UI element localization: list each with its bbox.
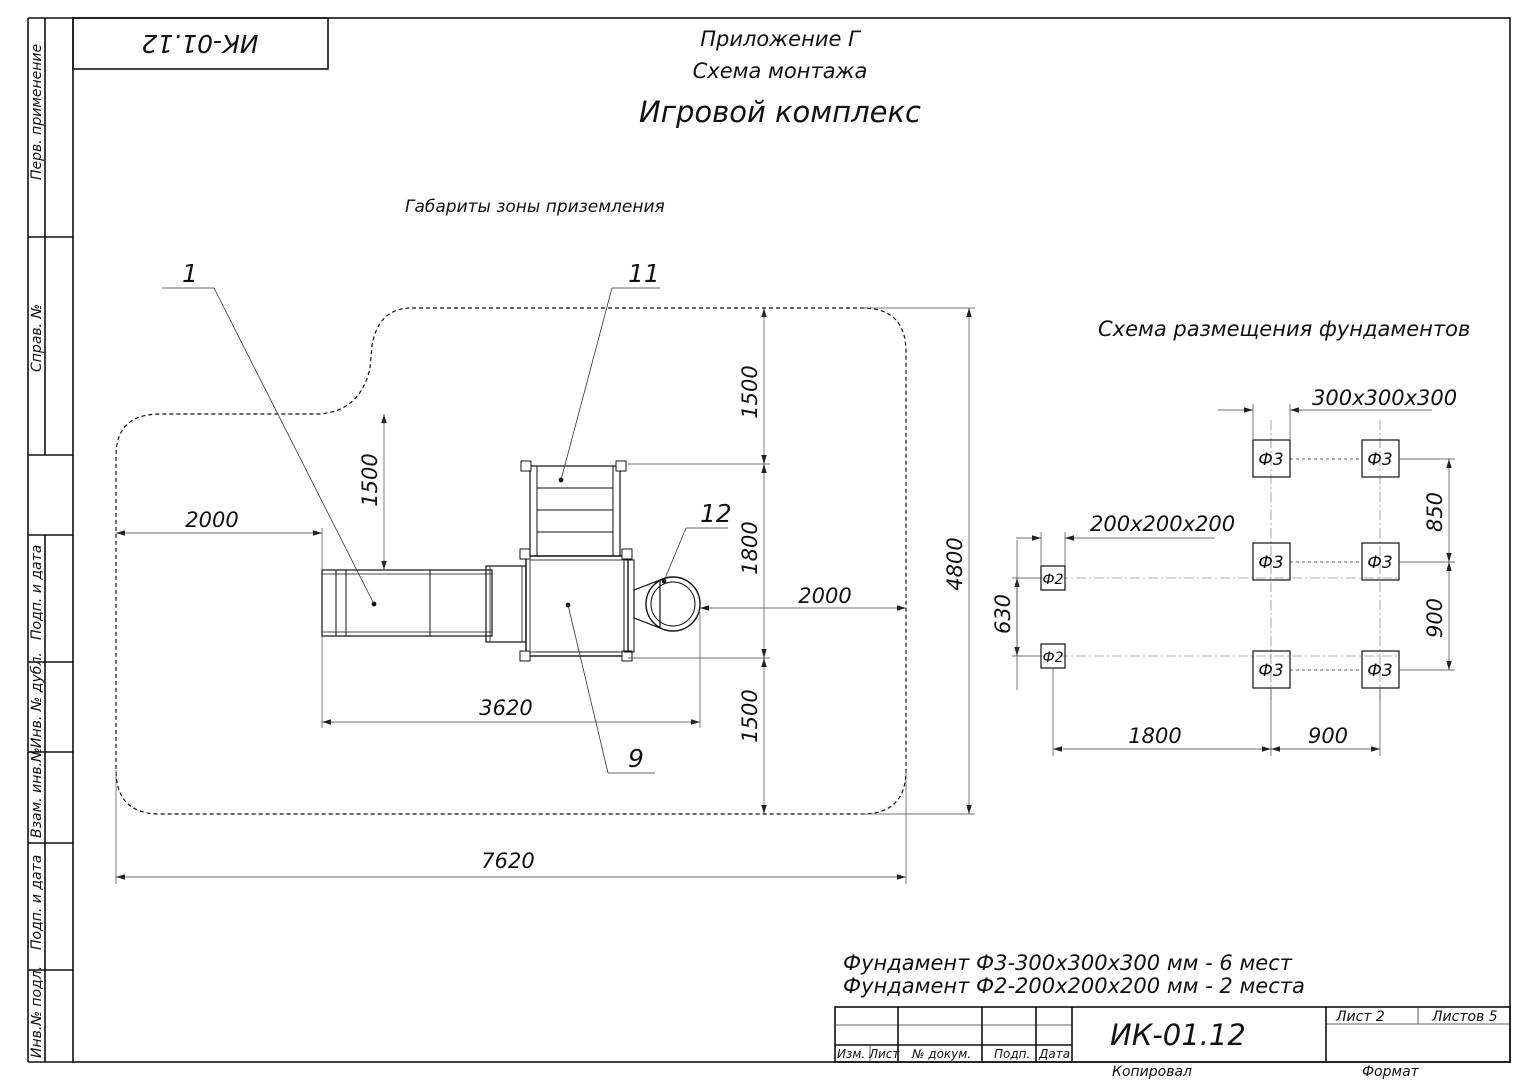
dim-2000-right: 2000	[798, 584, 851, 608]
foundations-f2: Ф2 Ф2	[1040, 565, 1066, 669]
strip-sprav-no: Справ. №	[29, 304, 45, 372]
platform	[519, 548, 635, 662]
dim-7620: 7620	[481, 849, 534, 873]
tb-code: ИК-01.12	[1110, 1018, 1246, 1052]
dim-2000-left: 2000	[185, 508, 238, 532]
dim-1800: 1800	[738, 521, 762, 574]
foundation-f3: Ф3	[1361, 542, 1400, 581]
main-dimensions	[115, 307, 975, 884]
notes: Фундамент Ф3-300х300х300 мм - 6 мест Фун…	[843, 951, 1305, 998]
dim-300x300x300: 300х300х300	[1312, 386, 1457, 410]
f2-label: Ф2	[1043, 650, 1064, 666]
landing-zone-label: Габариты зоны приземления	[405, 197, 665, 217]
dim-1500-bottom: 1500	[738, 689, 762, 742]
stamp-code-rotated: ИК-01.12	[141, 29, 258, 58]
note-line-1: Фундамент Ф3-300х300х300 мм - 6 мест	[843, 951, 1293, 975]
dim-1800-foundation: 1800	[1128, 724, 1181, 748]
tb-data: Дата	[1038, 1047, 1070, 1061]
foundations-f3: Ф3 Ф3 Ф3 Ф3 Ф3 Ф3	[1252, 439, 1400, 689]
playground-complex	[321, 460, 701, 662]
callout-1: 1	[182, 259, 198, 288]
strip-podp-data-1: Подп. и дата	[29, 545, 45, 640]
foundation-f2: Ф2	[1040, 643, 1066, 669]
f3-label: Ф3	[1258, 450, 1283, 470]
foundation-dimensions	[1012, 404, 1455, 756]
title-line-1: Приложение Г	[700, 27, 862, 51]
dim-4800: 4800	[943, 537, 967, 590]
strip-inv-dubl: Инв. № дубл.	[29, 652, 45, 748]
f3-label: Ф3	[1258, 553, 1283, 573]
dim-200x200x200: 200х200х200	[1090, 512, 1235, 536]
dim-1500-top: 1500	[738, 365, 762, 418]
left-strip: Перв. применение Справ. № Подп. и дата И…	[29, 44, 45, 1058]
callout-11: 11	[628, 259, 660, 288]
foundation-f2: Ф2	[1040, 565, 1066, 591]
landing-zone-outline	[115, 307, 907, 815]
title-line-2: Схема монтажа	[693, 59, 868, 83]
foundation-f3: Ф3	[1361, 439, 1400, 478]
dim-3620: 3620	[479, 696, 532, 720]
callout-labels: 1 11 12 9	[182, 259, 732, 773]
foundation-axes	[1040, 420, 1400, 700]
drawing-title: Приложение Г Схема монтажа Игровой компл…	[639, 27, 921, 129]
foundation-f3: Ф3	[1252, 542, 1291, 581]
callout-9: 9	[628, 744, 644, 773]
title-line-3: Игровой комплекс	[639, 95, 921, 129]
strip-vzam-inv: Взам. инв.№	[29, 747, 45, 838]
f3-label: Ф3	[1367, 661, 1392, 681]
main-dimension-labels: 2000 1500 1500 1800 1500 4800 2000 3620 …	[185, 365, 967, 873]
tb-doc-no: № докум.	[911, 1047, 971, 1061]
tb-izm: Изм.	[837, 1047, 865, 1061]
f2-label: Ф2	[1043, 572, 1064, 588]
foundation-f3: Ф3	[1252, 650, 1291, 689]
sheet-frame	[27, 17, 1511, 1063]
tb-sheet: Лист 2	[1335, 1009, 1385, 1025]
foundation-dimension-labels: 300х300х300 200х200х200 850 900 630 1800…	[991, 386, 1457, 748]
f3-label: Ф3	[1367, 450, 1392, 470]
tb-sheets: Листов 5	[1431, 1009, 1498, 1025]
foundation-scheme-title: Схема размещения фундаментов	[1098, 317, 1470, 341]
strip-inv-podl: Инв.№ подл.	[29, 966, 45, 1058]
dim-900-horizontal: 900	[1308, 724, 1348, 748]
dim-850: 850	[1423, 492, 1447, 532]
ladder	[520, 460, 627, 557]
f3-label: Ф3	[1258, 661, 1283, 681]
tb-list: Лист	[868, 1047, 900, 1061]
dim-630: 630	[991, 594, 1015, 634]
slide	[321, 565, 527, 643]
callout-12: 12	[700, 499, 732, 528]
tb-podp: Подп.	[994, 1047, 1030, 1061]
strip-perv-primenenie: Перв. применение	[29, 44, 45, 180]
note-line-2: Фундамент Ф2-200х200х200 мм - 2 места	[843, 974, 1305, 998]
foundation-f3: Ф3	[1361, 650, 1400, 689]
foundation-f3: Ф3	[1252, 439, 1291, 478]
ring-element	[633, 576, 701, 632]
tb-format: Формат	[1362, 1064, 1420, 1080]
leaders	[162, 287, 728, 774]
tb-copied: Копировал	[1112, 1064, 1192, 1080]
dim-1500-left: 1500	[358, 453, 382, 506]
dim-900-vertical: 900	[1423, 598, 1447, 638]
strip-podp-data-2: Подп. и дата	[29, 855, 45, 950]
title-block: Изм. Лист № докум. Подп. Дата ИК-01.12 Л…	[834, 1006, 1511, 1080]
rotated-stamp: ИК-01.12	[72, 17, 329, 70]
f3-label: Ф3	[1367, 553, 1392, 573]
